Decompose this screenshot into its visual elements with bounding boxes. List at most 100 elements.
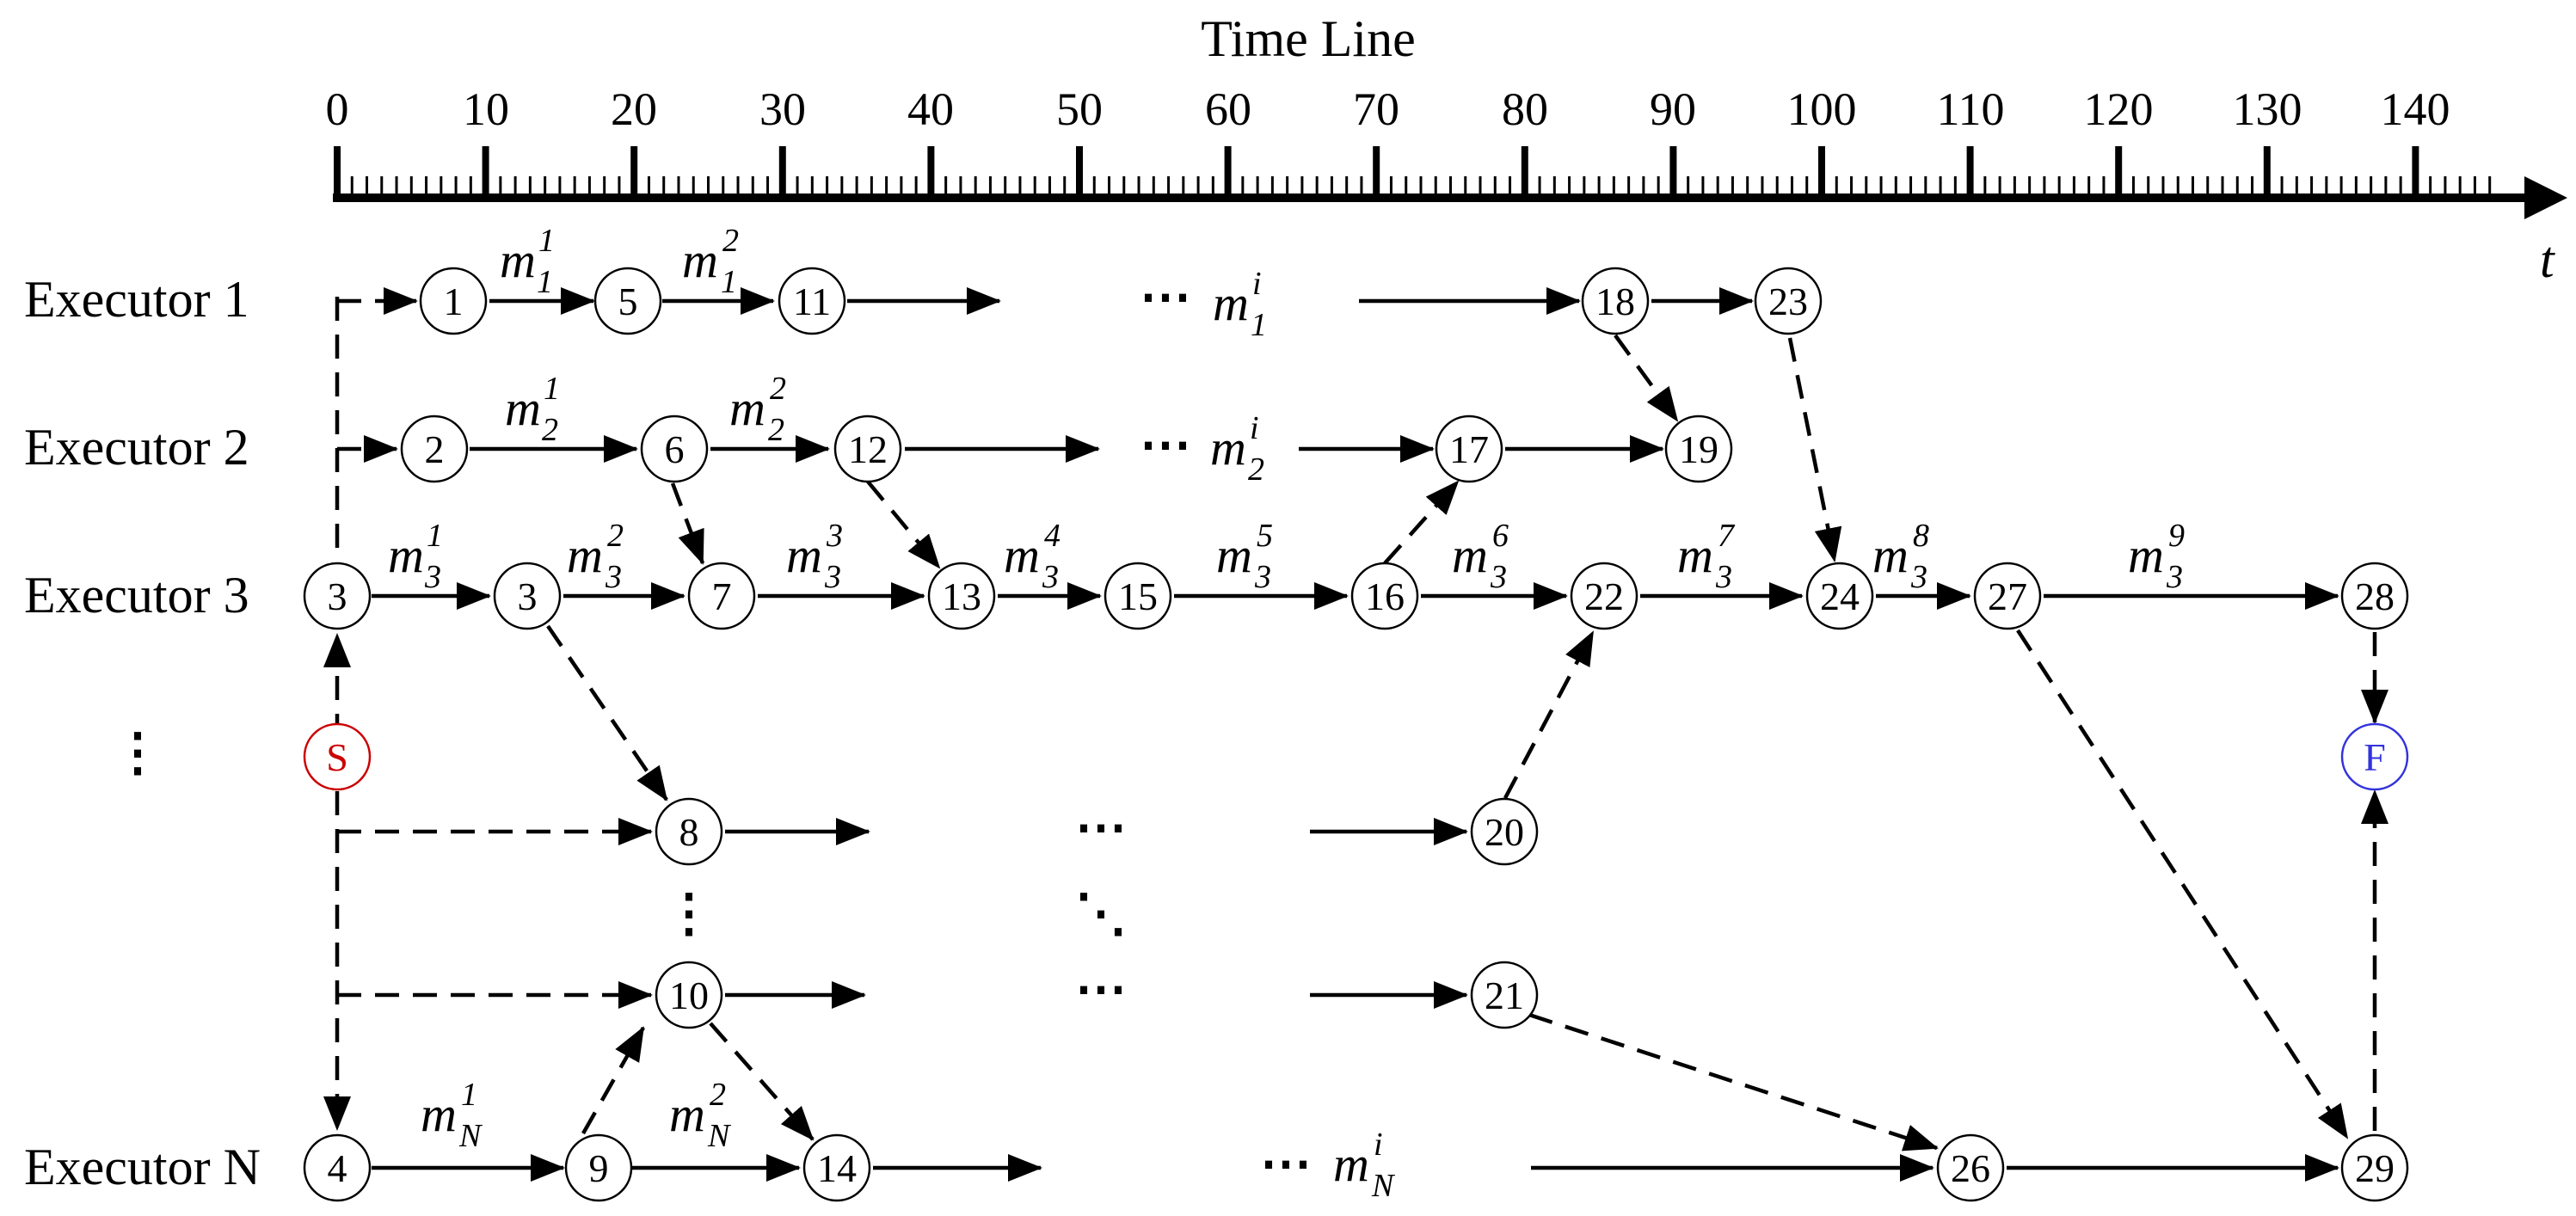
ellipsis-icon: ⋯ [1140, 416, 1191, 473]
dash-3-8 [546, 624, 668, 801]
task-node-15: 15 [1104, 562, 1172, 630]
m-symbol: m [500, 232, 536, 288]
time-line-title: Time Line [1201, 10, 1415, 67]
node-label: 15 [1118, 574, 1158, 618]
task-node-18: 18 [1581, 267, 1650, 335]
node-label: 16 [1365, 574, 1405, 618]
dashed-arrows [323, 287, 2388, 1152]
row-10-ellipsis: ⋯ [1075, 961, 1127, 1017]
msg-subscript: 2 [768, 412, 784, 448]
m-symbol: m [1872, 527, 1909, 583]
task-node-8: 8 [655, 797, 723, 866]
task-node-26: 26 [1936, 1133, 2005, 1202]
executor-3-label: Executor 3 [24, 567, 249, 623]
task-node-3-start: 3 [303, 562, 372, 630]
time-axis-variable: t [2540, 231, 2555, 288]
tick-label-30: 30 [759, 83, 806, 135]
task-node-10: 10 [655, 961, 723, 1029]
task-node-1: 1 [419, 267, 488, 335]
task-node-9: 9 [564, 1133, 633, 1202]
node-label: 2 [425, 427, 445, 471]
m-symbol: m [1677, 527, 1713, 583]
node-label: 10 [669, 973, 709, 1017]
node-label: 26 [1951, 1146, 1990, 1190]
task-node-5: 5 [593, 267, 662, 335]
task-node-23: 23 [1754, 267, 1823, 335]
msg-superscript: 1 [544, 371, 560, 407]
node-label: 23 [1768, 279, 1808, 323]
task-node-13: 13 [927, 562, 996, 630]
tick-label-130: 130 [2233, 83, 2302, 135]
start-node-circle [303, 722, 372, 791]
tick-label-70: 70 [1353, 83, 1399, 135]
executor-2-label: Executor 2 [24, 419, 249, 476]
tick-label-10: 10 [463, 83, 509, 135]
msg-subscript: N [1371, 1168, 1396, 1204]
nodes: 1 5 11 18 23 2 6 12 17 19 3 3 7 13 15 16… [303, 267, 2409, 1202]
tick-label-100: 100 [1787, 83, 1857, 135]
dash-16-17 [1383, 480, 1460, 565]
node-label: 9 [589, 1146, 609, 1190]
middle-vertical-ellipsis: ⋮ [663, 885, 715, 942]
msg-subscript: 3 [605, 559, 622, 595]
node-label: 6 [665, 427, 685, 471]
m-symbol: m [1210, 420, 1246, 476]
task-node-27: 27 [1973, 562, 2042, 630]
msg-superscript: 2 [607, 518, 624, 554]
dash-21-26 [1528, 1012, 1939, 1152]
msg-superscript: 5 [1257, 518, 1273, 554]
solid-arrows [372, 287, 2388, 1182]
task-node-16: 16 [1350, 562, 1419, 630]
time-axis-tick-labels: 0 10 20 30 40 50 60 70 80 90 100 110 120… [326, 83, 2450, 135]
msg-subscript: 3 [1490, 559, 1507, 595]
node-label: 3 [328, 574, 347, 618]
msg-superscript: 3 [826, 518, 843, 554]
tick-label-80: 80 [1502, 83, 1548, 135]
node-label: 3 [518, 574, 538, 618]
node-label: 17 [1449, 427, 1489, 471]
msg-subscript: 3 [824, 559, 841, 595]
executor-n-label: Executor N [24, 1139, 261, 1195]
msg-superscript: 1 [427, 518, 443, 554]
m-symbol: m [388, 527, 424, 583]
msg-superscript: 7 [1718, 518, 1736, 554]
time-axis-arrowhead [2524, 176, 2567, 219]
finish-node-label: F [2364, 735, 2386, 779]
task-node-21: 21 [1470, 961, 1539, 1029]
node-label: 28 [2355, 574, 2395, 618]
msg-superscript: 4 [1044, 518, 1061, 554]
task-node-22: 22 [1570, 562, 1638, 630]
dash-6-7 [670, 482, 705, 565]
dash-12-13 [866, 480, 941, 569]
tick-label-140: 140 [2381, 83, 2450, 135]
m-symbol: m [1213, 275, 1249, 331]
node-label: 4 [328, 1146, 347, 1190]
task-node-28: 28 [2340, 562, 2409, 630]
executor-1-label: Executor 1 [24, 271, 249, 328]
msg-subscript: N [707, 1118, 732, 1154]
msg-subscript: 1 [1251, 307, 1267, 343]
node-label: 18 [1595, 279, 1635, 323]
tick-label-110: 110 [1937, 83, 2005, 135]
msg-superscript: 1 [538, 223, 555, 259]
task-node-3-second: 3 [493, 562, 562, 630]
msg-subscript: 3 [1042, 559, 1059, 595]
dash-10-14 [709, 1022, 815, 1141]
dash-20-22 [1503, 630, 1595, 800]
start-node: S [303, 722, 372, 791]
task-node-29: 29 [2340, 1133, 2409, 1202]
task-node-7: 7 [687, 562, 756, 630]
task-node-11: 11 [778, 267, 846, 335]
